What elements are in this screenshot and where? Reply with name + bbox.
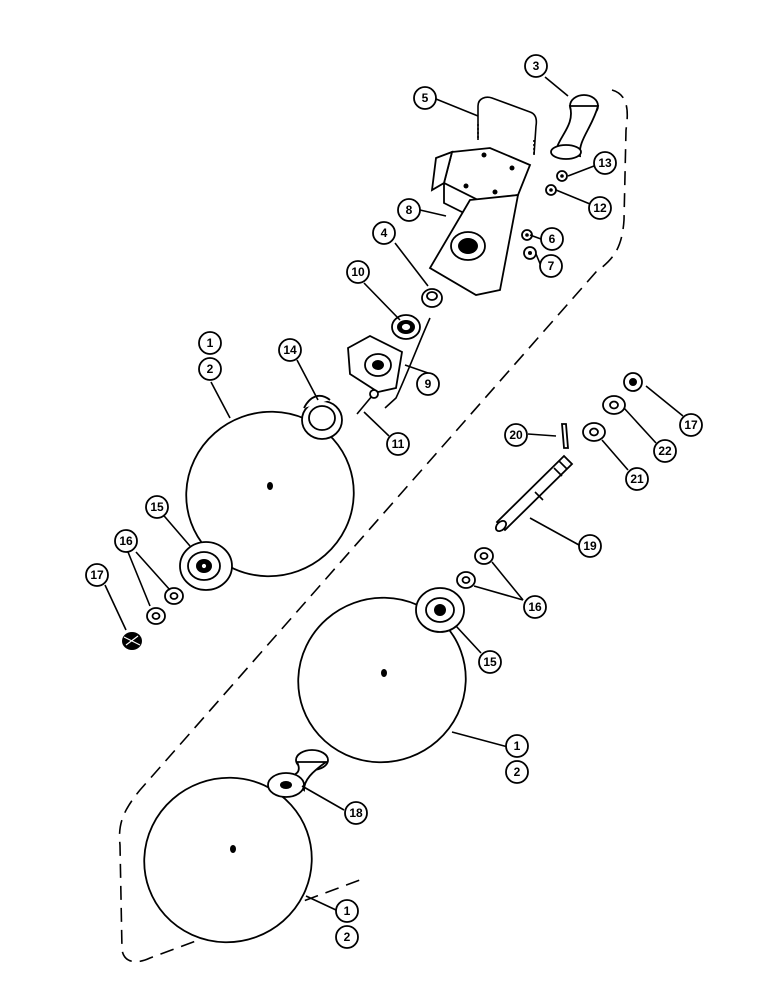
- callout-12: 12: [588, 196, 612, 220]
- washer-left-a: [164, 587, 184, 605]
- callout-2-upper: 2: [198, 357, 222, 381]
- svg-text:1: 1: [514, 739, 521, 753]
- svg-text:1: 1: [207, 336, 214, 350]
- callout-20: 20: [504, 423, 528, 447]
- bracket-part: [428, 147, 532, 296]
- callout-4: 4: [372, 221, 396, 245]
- svg-text:9: 9: [425, 377, 432, 391]
- callout-16-left: 16: [114, 529, 138, 553]
- callout-2-lower: 2: [335, 925, 359, 949]
- u-bolt-part: [477, 96, 538, 156]
- spool-upper-part: [179, 541, 233, 591]
- svg-text:10: 10: [351, 265, 365, 279]
- callout-2-middle: 2: [505, 760, 529, 784]
- svg-text:11: 11: [392, 437, 405, 451]
- callout-1-upper: 1: [198, 331, 222, 355]
- washer-22: [602, 395, 626, 415]
- nut-13: [556, 170, 568, 182]
- svg-text:17: 17: [90, 568, 104, 582]
- spool-end-part: [301, 394, 343, 440]
- svg-text:19: 19: [583, 539, 597, 553]
- svg-text:22: 22: [658, 444, 672, 458]
- callout-18: 18: [344, 801, 368, 825]
- callout-10: 10: [346, 260, 370, 284]
- bushing-part: [421, 288, 443, 308]
- callout-11: 11: [386, 432, 410, 456]
- washer-right-a: [456, 571, 476, 589]
- svg-text:18: 18: [349, 806, 363, 820]
- svg-text:5: 5: [422, 91, 429, 105]
- svg-text:21: 21: [630, 472, 644, 486]
- spool-middle-part: [415, 587, 465, 633]
- svg-text:3: 3: [533, 59, 540, 73]
- callout-15-upper: 15: [145, 495, 169, 519]
- svg-text:1: 1: [344, 904, 351, 918]
- spacer-spool-part: [267, 749, 329, 798]
- callout-9: 9: [416, 372, 440, 396]
- callout-14: 14: [278, 338, 302, 362]
- disc-blade-lower: [143, 776, 313, 944]
- svg-text:2: 2: [344, 930, 351, 944]
- svg-text:16: 16: [119, 534, 133, 548]
- castle-nut-right: [623, 372, 643, 392]
- nut-7: [523, 246, 537, 260]
- svg-text:13: 13: [598, 156, 612, 170]
- disc-blade-middle: [297, 596, 467, 764]
- cotter-pin-part: [561, 423, 569, 449]
- end-spool-part: [550, 94, 600, 160]
- svg-text:6: 6: [549, 232, 556, 246]
- assembly-outline: [118, 89, 628, 963]
- svg-text:2: 2: [514, 765, 521, 779]
- callout-19: 19: [578, 534, 602, 558]
- callout-5: 5: [413, 86, 437, 110]
- shaft-part: [495, 454, 574, 532]
- svg-text:16: 16: [528, 600, 542, 614]
- callout-16-right: 16: [523, 595, 547, 619]
- callout-22: 22: [653, 439, 677, 463]
- svg-text:12: 12: [593, 201, 607, 215]
- callout-3: 3: [524, 54, 548, 78]
- bolt-part: [356, 389, 379, 415]
- leader-lines: [104, 76, 684, 911]
- callout-7: 7: [539, 254, 563, 278]
- callout-13: 13: [593, 151, 617, 175]
- callout-17-left: 17: [85, 563, 109, 587]
- svg-text:17: 17: [684, 418, 698, 432]
- washer-21: [582, 422, 606, 442]
- svg-text:2: 2: [207, 362, 214, 376]
- callout-1-middle: 1: [505, 734, 529, 758]
- flange-housing-part: [347, 317, 431, 409]
- svg-text:8: 8: [406, 203, 413, 217]
- disc-blade-upper: [185, 410, 355, 578]
- lockwasher-12: [545, 184, 557, 196]
- svg-text:15: 15: [150, 500, 164, 514]
- callout-17-right: 17: [679, 413, 703, 437]
- svg-text:14: 14: [283, 343, 297, 357]
- bearing-part: [391, 314, 421, 340]
- svg-text:20: 20: [509, 428, 523, 442]
- washer-right-b: [474, 547, 494, 565]
- svg-text:7: 7: [548, 259, 555, 273]
- castle-nut-left: [122, 632, 142, 650]
- washer-left-b: [146, 607, 166, 625]
- callout-6: 6: [540, 227, 564, 251]
- svg-text:15: 15: [483, 655, 497, 669]
- callout-1-lower: 1: [335, 899, 359, 923]
- callout-8: 8: [397, 198, 421, 222]
- svg-text:4: 4: [381, 226, 388, 240]
- callout-21: 21: [625, 467, 649, 491]
- callout-15-middle: 15: [478, 650, 502, 674]
